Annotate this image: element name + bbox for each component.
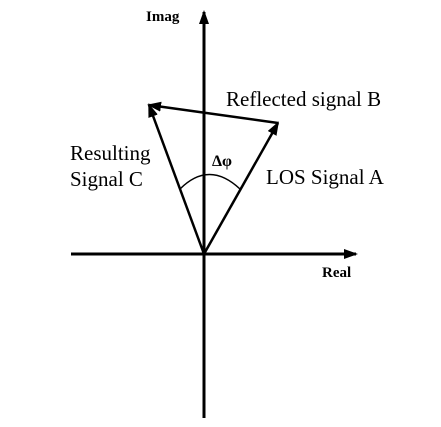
real-axis-label: Real	[322, 265, 351, 281]
resulting-signal-c-vector	[147, 103, 206, 255]
reflected-signal-b-label: Reflected signal B	[226, 87, 381, 111]
reflected-signal-b-vector	[147, 101, 279, 125]
resulting-signal-c-label-line2: Signal C	[70, 167, 143, 191]
los-signal-a-vector	[202, 121, 280, 255]
resulting-signal-c-label-line1: Resulting	[70, 141, 151, 165]
delta-phi-arc	[179, 173, 241, 190]
delta-phi-label: Δφ	[212, 153, 232, 170]
los-signal-a-label: LOS Signal A	[266, 165, 385, 189]
imag-axis-label: Imag	[146, 9, 180, 25]
